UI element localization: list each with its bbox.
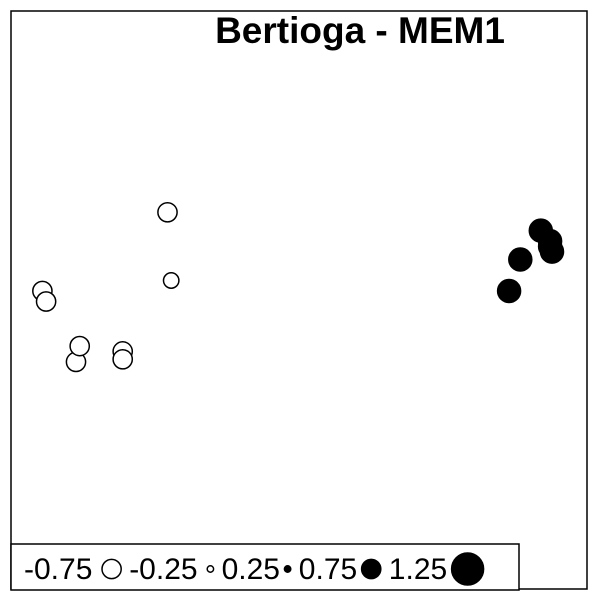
- data-point: [157, 201, 178, 223]
- points-layer: [32, 201, 565, 373]
- legend-marker: [206, 565, 215, 573]
- data-point: [162, 272, 180, 289]
- legend-label: -0.25: [129, 553, 197, 586]
- legend-marker: [450, 552, 485, 586]
- data-point: [35, 291, 57, 312]
- data-point: [539, 239, 565, 264]
- legend-label: -0.75: [24, 553, 92, 586]
- legend-marker: [283, 565, 292, 573]
- legend-marker: [101, 558, 122, 580]
- legend-box: [10, 543, 520, 591]
- chart-title: Bertioga - MEM1: [215, 10, 505, 51]
- data-point: [508, 247, 533, 272]
- legend-marker: [360, 558, 382, 580]
- legend: -0.75 -0.25 0.25 0.75 1.25: [10, 543, 520, 591]
- data-point: [112, 348, 134, 370]
- legend-label: 0.75: [299, 553, 357, 586]
- legend-label: 0.25: [222, 553, 280, 586]
- data-point: [496, 278, 522, 304]
- legend-label: 1.25: [389, 553, 447, 586]
- data-point: [69, 335, 91, 357]
- plot-border: [10, 10, 588, 590]
